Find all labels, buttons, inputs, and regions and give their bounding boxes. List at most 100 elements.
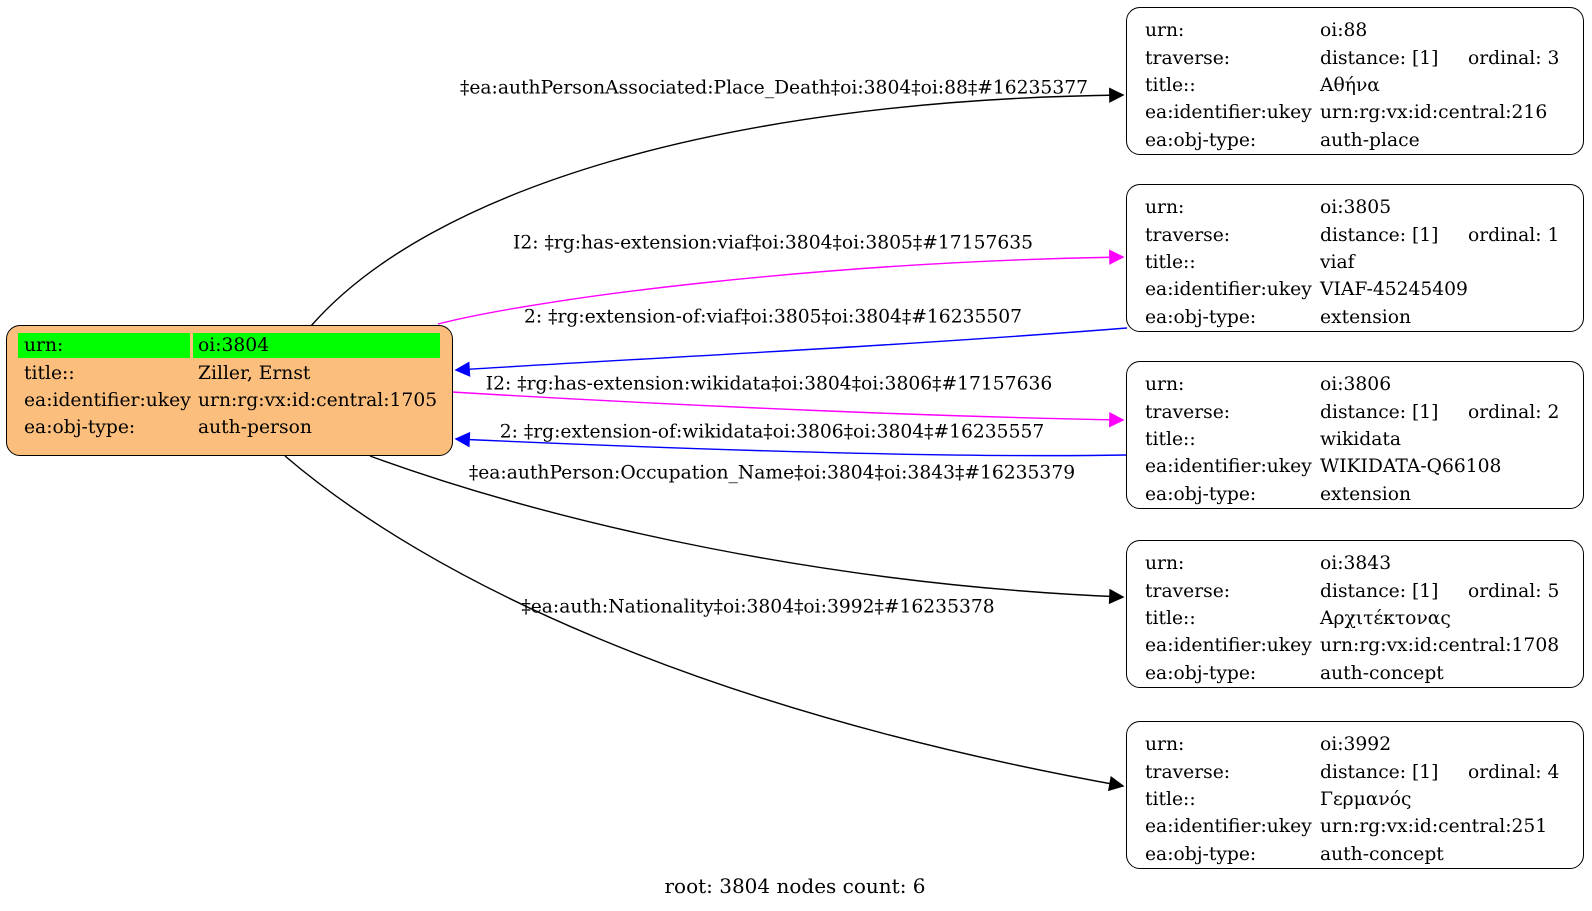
field-label: ea:identifier:ukey (1145, 456, 1312, 478)
urn-value: oi:3806 (1320, 374, 1392, 396)
title-value: Αρχιτέκτονας (1320, 607, 1451, 629)
edge-has-extension-wikidata (451, 391, 1125, 428)
node-row: traverse: distance: [1]ordinal: 1 (1127, 221, 1583, 248)
title-value: Αθήνα (1320, 74, 1380, 96)
traverse-value: distance: [1]ordinal: 2 (1320, 402, 1583, 423)
edge-label-has-extension-wikidata: I2: ‡rg:has-extension:wikidata‡oi:3804‡o… (485, 373, 1053, 395)
title-value: Γερμανός (1320, 788, 1412, 810)
field-label: ea:identifier:ukey (1145, 279, 1312, 301)
root-objtype-value: auth-person (198, 417, 312, 439)
traverse-value: distance: [1] ordinal: 4 (1320, 762, 1583, 783)
node-row: urn: oi:3843 (1127, 550, 1583, 577)
node-oi-88[interactable]: urn: oi:88 traverse:distance: [1]ordinal:… (1126, 7, 1584, 155)
node-row: ea:obj-type: extension (1127, 481, 1583, 508)
edge-extension-of-wikidata (454, 431, 1128, 457)
root-urn-value: oi:3804 (193, 333, 440, 359)
node-row: ea:obj-type:auth-concept (1127, 841, 1583, 868)
objtype-value: auth-concept (1320, 843, 1444, 865)
root-objtype-row: ea:obj-type: auth-person (7, 414, 452, 441)
field-label: title:: (1145, 251, 1196, 273)
node-row: title::viaf (1127, 249, 1583, 276)
edge-label-nationality: ‡ea:auth:Nationality‡oi:3804‡oi:3992‡#16… (521, 596, 995, 618)
field-label: title:: (1145, 607, 1196, 629)
node-row: traverse: distance: [1] ordinal: 4 (1127, 758, 1583, 785)
field-label: ea:identifier:ukey (1145, 635, 1312, 657)
edge-extension-of-viaf (454, 327, 1128, 377)
graph-caption: root: 3804 nodes count: 6 (664, 874, 926, 898)
node-oi-3806[interactable]: urn: oi:3806 traverse: distance: [1]ordina… (1126, 361, 1584, 509)
field-label: traverse: (1145, 224, 1231, 246)
node-row: ea:identifier:ukey urn:rg:vx:id:central:2… (1127, 99, 1583, 126)
urn-value: oi:88 (1320, 20, 1368, 42)
root-row-title: title:: Ziller, Ernst (7, 359, 452, 386)
distance-value: distance: [1] (1320, 401, 1439, 423)
field-label: title:: (1145, 428, 1196, 450)
root-title-label: title:: (24, 362, 75, 384)
objtype-value: extension (1320, 306, 1412, 328)
field-label: ea:identifier:ukey (1145, 816, 1312, 838)
node-row: title::Αθήνα (1127, 72, 1583, 99)
field-label: traverse: (1145, 401, 1231, 423)
node-row: ea:obj-type: auth-place (1127, 127, 1583, 154)
traverse-value: distance: [1]ordinal: 3 (1320, 48, 1583, 69)
traverse-value: distance: [1]ordinal: 1 (1320, 225, 1583, 246)
urn-value: oi:3843 (1320, 553, 1392, 575)
node-oi-3992[interactable]: urn:oi:3992 traverse: distance: [1] ordina… (1126, 721, 1584, 869)
field-label: traverse: (1145, 761, 1231, 783)
node-row: title::Αρχιτέκτονας (1127, 605, 1583, 632)
node-row: ea:obj-type: extension (1127, 304, 1583, 331)
field-label: urn: (1145, 553, 1185, 575)
node-row: traverse: distance: [1]ordinal: 5 (1127, 577, 1583, 604)
root-ukey-row: ea:identifier:ukey urn:rg:vx:id:central:… (7, 387, 452, 414)
node-row: urn: oi:88 (1127, 17, 1583, 44)
ukey-value: VIAF-45245409 (1320, 279, 1468, 301)
field-label: urn: (1145, 20, 1185, 42)
field-label: title:: (1145, 74, 1196, 96)
node-row: ea:obj-type:auth-concept (1127, 660, 1583, 687)
field-label: ea:identifier:ukey (1145, 102, 1312, 124)
field-label: urn: (1145, 734, 1185, 756)
objtype-value: extension (1320, 483, 1412, 505)
distance-value: distance: [1] (1320, 224, 1439, 246)
edge-nationality (284, 455, 1125, 792)
node-row: ea:identifier:ukey urn:rg:vx:id:central:1… (1127, 632, 1583, 659)
title-value: wikidata (1320, 428, 1402, 450)
node-row: urn:oi:3805 (1127, 194, 1583, 221)
edge-has-extension-viaf (437, 249, 1125, 325)
field-label: traverse: (1145, 580, 1231, 602)
traverse-value: distance: [1]ordinal: 5 (1320, 581, 1583, 602)
node-row: urn:oi:3992 (1127, 731, 1583, 758)
ordinal-value: ordinal: 4 (1468, 761, 1560, 783)
root-row-urn: urn: oi:3804 (7, 332, 452, 359)
node-oi-3843[interactable]: urn: oi:3843 traverse: distance: [1]ordina… (1126, 540, 1584, 688)
edge-occupation-name (369, 455, 1125, 605)
root-ukey-label: ea:identifier:ukey (24, 389, 191, 411)
edge-label-has-extension-viaf: I2: ‡rg:has-extension:viaf‡oi:3804‡oi:38… (512, 232, 1034, 254)
edge-place-death (310, 87, 1125, 327)
node-row: traverse: distance: [1]ordinal: 2 (1127, 398, 1583, 425)
field-label: ea:obj-type: (1145, 129, 1257, 151)
ukey-value: urn:rg:vx:id:central:216 (1320, 102, 1548, 124)
title-value: viaf (1320, 251, 1355, 273)
node-row: ea:identifier:ukey VIAF-45245409 (1127, 276, 1583, 303)
objtype-value: auth-concept (1320, 662, 1444, 684)
node-oi-3805[interactable]: urn:oi:3805 traverse: distance: [1]ordina… (1126, 184, 1584, 332)
field-label: ea:obj-type: (1145, 483, 1257, 505)
root-ukey-value: urn:rg:vx:id:central:1705 (198, 389, 438, 411)
root-title-value: Ziller, Ernst (198, 362, 311, 384)
distance-value: distance: [1] (1320, 761, 1439, 783)
node-row: title::Γερμανός (1127, 786, 1583, 813)
urn-value: oi:3805 (1320, 197, 1392, 219)
root-node-oi-3804[interactable]: urn: oi:3804 title:: Ziller, Ernst ea:id… (6, 325, 453, 456)
node-row: traverse:distance: [1]ordinal: 3 (1127, 44, 1583, 71)
objtype-value: auth-place (1320, 129, 1420, 151)
field-label: ea:obj-type: (1145, 306, 1257, 328)
ukey-value: urn:rg:vx:id:central:1708 (1320, 635, 1560, 657)
field-label: urn: (1145, 374, 1185, 396)
ordinal-value: ordinal: 3 (1468, 47, 1560, 69)
root-urn-label: urn: (18, 333, 190, 359)
